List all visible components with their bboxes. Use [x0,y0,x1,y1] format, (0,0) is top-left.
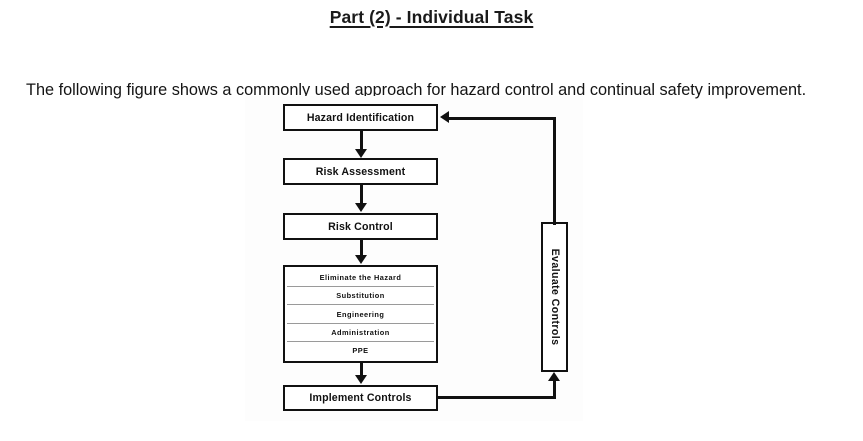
flow-node-label: Hazard Identification [306,111,415,124]
connector-evaluate-to-hazard-horizontal [449,117,556,120]
connector-risk-assessment-to-risk-control [360,185,363,204]
flow-node-label: Risk Assessment [315,165,406,178]
control-hierarchy-row: Eliminate the Hazard [287,269,434,288]
control-hierarchy-row: Substitution [287,287,434,306]
connector-control-hierarchy-to-implement-controls [360,363,363,376]
arrow-down-icon [355,149,367,158]
flow-node-evaluate-controls: Evaluate Controls [541,222,568,372]
connector-implement-to-evaluate-vertical [553,381,556,399]
connector-hazard-identification-to-risk-assessment [360,131,363,150]
page-title-text: Part (2) - Individual Task [329,7,534,27]
arrow-left-icon [440,111,449,123]
arrow-down-icon [355,255,367,264]
page-title: Part (2) - Individual Task [0,7,863,28]
connector-implement-to-evaluate-horizontal [438,396,556,399]
intro-paragraph: The following figure shows a commonly us… [26,81,807,100]
arrow-down-icon [355,203,367,212]
connector-risk-control-to-control-hierarchy [360,240,363,256]
control-hierarchy-row: Engineering [287,305,434,324]
flow-node-implement-controls: Implement Controls [283,385,438,411]
control-hierarchy-row: Administration [287,324,434,342]
arrow-down-icon [355,375,367,384]
arrow-up-icon [548,372,560,381]
flow-node-risk-assessment: Risk Assessment [283,158,438,185]
hazard-control-flowchart: Hazard Identification Risk Assessment Ri… [245,96,583,421]
flow-node-label: Risk Control [328,220,393,233]
flow-node-risk-control: Risk Control [283,213,438,240]
control-hierarchy-stack: Eliminate the Hazard Substitution Engine… [283,265,438,363]
flow-node-label: Evaluate Controls [548,248,561,346]
control-hierarchy-row: PPE [352,345,369,355]
connector-evaluate-to-hazard-vertical [553,117,556,225]
flow-node-hazard-identification: Hazard Identification [283,104,438,131]
flow-node-label: Implement Controls [309,392,412,404]
